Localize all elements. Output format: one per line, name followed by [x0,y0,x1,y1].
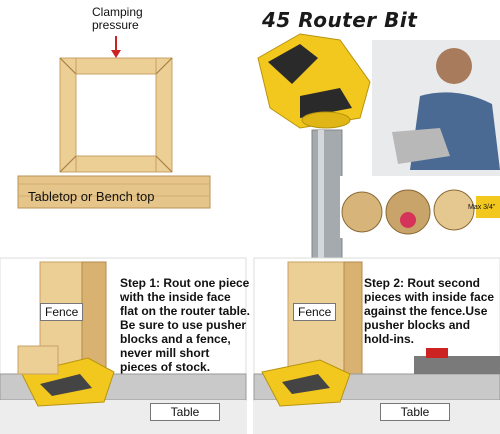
step2-table-label: Table [380,403,450,421]
clamp-arrow-icon [111,50,121,58]
step2-fence-label: Fence [293,303,337,321]
clamping-pressure-label: Clamping pressure [92,5,143,32]
step1-fence-label: Fence [40,303,84,321]
step2-text: Step 2: Rout second pieces with inside f… [364,276,495,346]
joint-diagram [17,36,211,209]
step2-diagram [253,257,500,434]
router-bit-illustration [257,33,371,271]
dimension-label: Max 3/4" [468,204,496,211]
inset-thumbnails [340,176,500,238]
step1-text: Step 1: Rout one piece with the inside f… [120,276,251,374]
product-title: 45 Router Bit [262,8,418,32]
tabletop-label: Tabletop or Bench top [28,189,155,204]
step1-table-label: Table [150,403,220,421]
